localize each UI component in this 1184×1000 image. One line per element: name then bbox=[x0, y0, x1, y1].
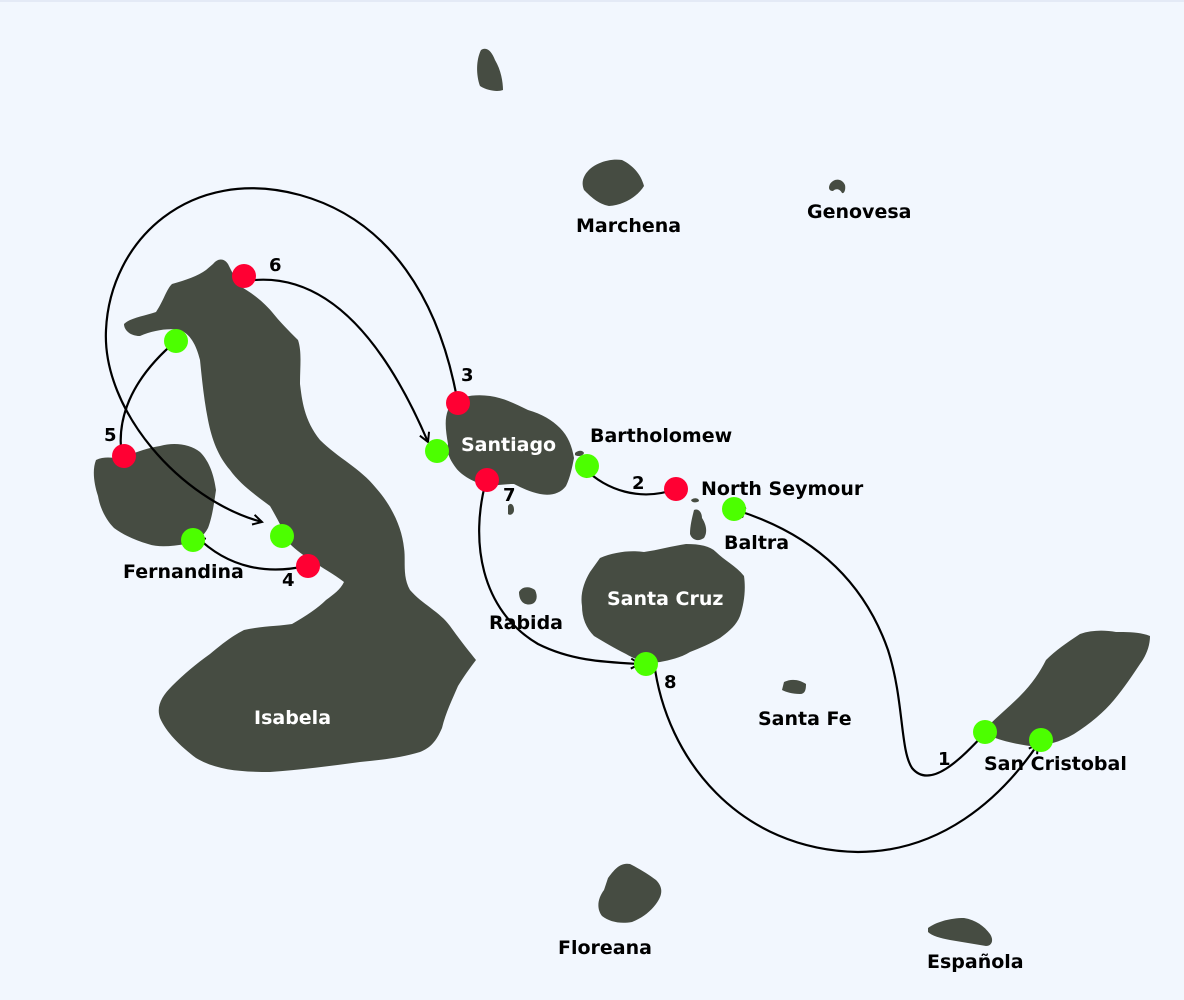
island-santiago[interactable] bbox=[445, 395, 574, 495]
marker-depart-4[interactable] bbox=[296, 554, 320, 578]
island-labels: Marchena Genovesa Isabela Fernandina San… bbox=[123, 201, 1127, 973]
island-santa-fe[interactable] bbox=[782, 679, 806, 694]
label-marchena: Marchena bbox=[576, 215, 681, 237]
island-north-seymour[interactable] bbox=[691, 498, 699, 503]
route-3 bbox=[104, 187, 460, 522]
step-label-3: 3 bbox=[461, 365, 474, 386]
marker-depart-1[interactable] bbox=[973, 720, 997, 744]
island-wolf[interactable] bbox=[477, 48, 503, 91]
label-fernandina: Fernandina bbox=[123, 561, 244, 583]
island-santa-cruz[interactable] bbox=[581, 544, 745, 663]
markers bbox=[112, 264, 1053, 752]
island-small-santiago-south bbox=[508, 503, 514, 515]
islands bbox=[93, 48, 1150, 946]
route-1 bbox=[736, 510, 987, 777]
island-baltra[interactable] bbox=[690, 509, 707, 541]
route-5 bbox=[119, 341, 176, 458]
label-genovesa: Genovesa bbox=[807, 201, 911, 223]
marker-arrive-3[interactable] bbox=[270, 524, 294, 548]
marker-arrive-2[interactable] bbox=[575, 454, 599, 478]
island-espanola[interactable] bbox=[928, 918, 993, 946]
label-bartholomew: Bartholomew bbox=[590, 425, 732, 447]
island-rabida[interactable] bbox=[519, 587, 537, 605]
marker-arrive-7[interactable] bbox=[634, 652, 658, 676]
island-isabela[interactable] bbox=[124, 259, 476, 773]
route-2 bbox=[584, 468, 677, 496]
step-numbers: 1 2 3 4 5 6 7 8 bbox=[104, 255, 951, 770]
route-4 bbox=[196, 536, 307, 571]
marker-depart-2[interactable] bbox=[664, 477, 688, 501]
label-floreana: Floreana bbox=[558, 937, 652, 959]
label-isabela: Isabela bbox=[254, 707, 331, 729]
route-8 bbox=[652, 661, 1038, 854]
island-bartholomew[interactable] bbox=[575, 450, 584, 457]
label-rabida: Rabida bbox=[489, 612, 563, 634]
marker-arrive-5[interactable] bbox=[164, 329, 188, 353]
island-fernandina[interactable] bbox=[93, 444, 216, 547]
label-santa-cruz: Santa Cruz bbox=[607, 588, 723, 610]
marker-depart-6[interactable] bbox=[232, 264, 256, 288]
marker-arrive-1[interactable] bbox=[722, 497, 746, 521]
label-north-seymour: North Seymour bbox=[701, 478, 864, 500]
route-7 bbox=[478, 480, 640, 664]
top-border bbox=[0, 0, 1184, 2]
label-espanola: Española bbox=[927, 951, 1024, 973]
marker-depart-3[interactable] bbox=[446, 391, 470, 415]
island-genovesa[interactable] bbox=[829, 179, 846, 194]
marker-arrive-8[interactable] bbox=[1029, 728, 1053, 752]
step-label-8: 8 bbox=[664, 672, 677, 693]
route-6 bbox=[245, 278, 428, 442]
label-san-cristobal: San Cristobal bbox=[984, 753, 1127, 775]
label-santa-fe: Santa Fe bbox=[758, 708, 852, 730]
island-san-cristobal[interactable] bbox=[988, 630, 1150, 746]
island-marchena[interactable] bbox=[582, 159, 644, 206]
step-label-7: 7 bbox=[503, 485, 516, 506]
step-label-1: 1 bbox=[938, 749, 951, 770]
label-baltra: Baltra bbox=[724, 532, 789, 554]
marker-depart-7[interactable] bbox=[475, 468, 499, 492]
marker-arrive-4[interactable] bbox=[181, 528, 205, 552]
step-label-6: 6 bbox=[269, 255, 282, 276]
marker-arrive-6[interactable] bbox=[425, 439, 449, 463]
marker-depart-5[interactable] bbox=[112, 444, 136, 468]
island-floreana[interactable] bbox=[598, 863, 662, 923]
step-label-4: 4 bbox=[282, 570, 295, 591]
label-santiago: Santiago bbox=[461, 434, 556, 456]
step-label-5: 5 bbox=[104, 425, 117, 446]
step-label-2: 2 bbox=[632, 473, 645, 494]
